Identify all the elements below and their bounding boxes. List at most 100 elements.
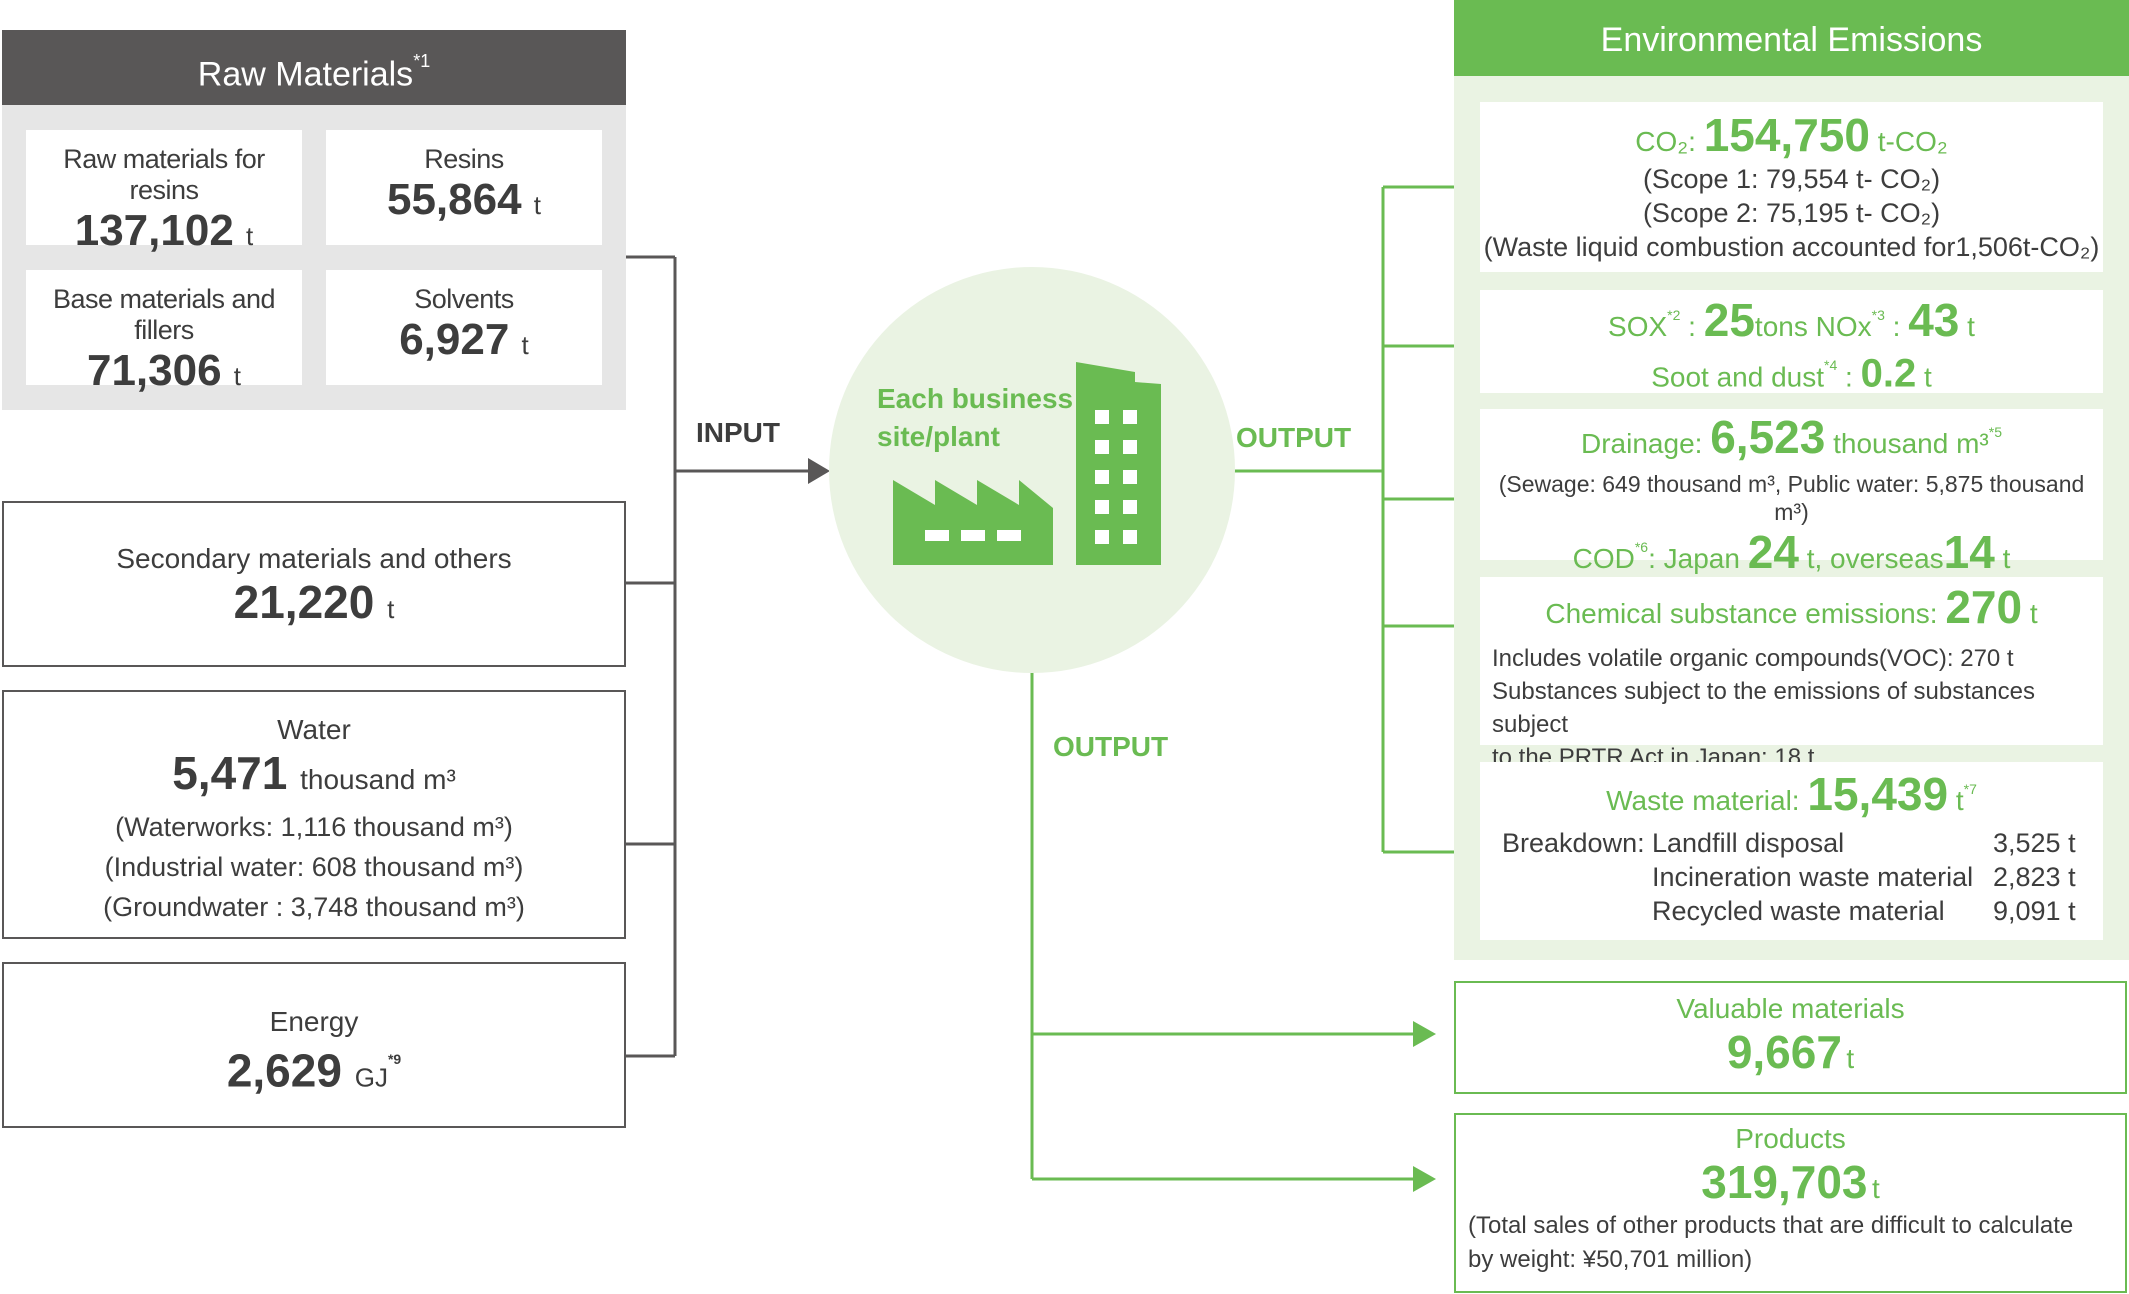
- products-unit: t: [1871, 1173, 1880, 1204]
- raw-cell-resins: Resins 55,864 t: [326, 130, 602, 245]
- waste-row-value: 3,525 t: [1993, 828, 2076, 858]
- drainage-detail: (Sewage: 649 thousand m³, Public water: …: [1498, 471, 2085, 525]
- nox-value: 43: [1908, 294, 1960, 346]
- raw-cell-solvents: Solvents 6,927 t: [326, 270, 602, 385]
- chemical-box: Chemical substance emissions: 270 t Incl…: [1480, 577, 2103, 771]
- sox-nox-box: SOX*2 : 25tons NOx*3 : 43 t Soot and dus…: [1480, 290, 2103, 393]
- output-label-right: OUTPUT: [1236, 422, 1352, 453]
- waste-value: 15,439: [1807, 768, 1949, 820]
- energy-value: 2,629: [226, 1044, 342, 1097]
- waste-row-name: Recycled waste material: [1652, 896, 1945, 926]
- raw-cell-base-materials: Base materials and fillers 71,306 t: [26, 270, 302, 395]
- water-detail: (Groundwater : 3,748 thousand m³): [103, 892, 525, 922]
- plant-label-line1: Each business: [877, 383, 1074, 414]
- cod-overseas-label: t, overseas: [1806, 543, 1944, 574]
- waste-note: *7: [1963, 780, 1977, 797]
- raw-cell-unit: t: [521, 330, 529, 360]
- dust-unit: t: [1924, 361, 1932, 393]
- output-label-down: OUTPUT: [1053, 731, 1169, 762]
- co2-detail: (Scope 1: 79,554 t- CO₂): [1642, 164, 1941, 194]
- drainage-note: *5: [1988, 423, 2002, 440]
- co2-value: 154,750: [1703, 109, 1870, 161]
- products-detail: (Total sales of other products that are …: [1468, 1212, 2074, 1239]
- raw-materials-panel: Raw materials for resins 137,102 t Resin…: [2, 105, 626, 410]
- waste-row-name: Incineration waste material: [1652, 862, 1974, 892]
- water-detail: (Industrial water: 608 thousand m³): [104, 852, 524, 882]
- waste-row-value: 2,823 t: [1993, 862, 2076, 892]
- output-bracket-right: [1226, 185, 1462, 854]
- dust-label: Soot and dust: [1651, 361, 1825, 393]
- valuable-unit: t: [1846, 1043, 1855, 1074]
- raw-materials-header: Raw Materials*1: [2, 30, 626, 105]
- emissions-title: Environmental Emissions: [1600, 21, 1983, 59]
- raw-cell-label: Raw materials for resins: [63, 144, 265, 205]
- cod-note: *6: [1634, 538, 1649, 555]
- drainage-value: 6,523: [1710, 411, 1826, 463]
- co2-unit: t-CO₂: [1877, 126, 1948, 157]
- input-arrowhead: [808, 458, 830, 484]
- energy-note: *9: [387, 1051, 402, 1067]
- raw-cell-value: 55,864: [386, 175, 522, 224]
- chemical-detail: Substances subject to the emissions of s…: [1492, 678, 2035, 738]
- co2-label: CO₂:: [1635, 126, 1696, 157]
- energy-box: Energy 2,629 GJ*9: [2, 962, 626, 1128]
- cod-label: COD: [1572, 543, 1635, 574]
- plant-label: Each business site/plant: [877, 380, 1077, 456]
- waste-breakdown-label: Breakdown:: [1502, 828, 1645, 858]
- drainage-box: Drainage: 6,523 thousand m³*5 (Sewage: 6…: [1480, 409, 2103, 578]
- raw-cell-unit: t: [233, 361, 242, 391]
- waste-label: Waste material:: [1606, 785, 1800, 816]
- drainage-unit: thousand m³: [1833, 428, 1989, 459]
- raw-materials-note: *1: [413, 51, 431, 71]
- chemical-label: Chemical substance emissions:: [1545, 598, 1938, 629]
- plant-label-line2: site/plant: [877, 421, 1000, 452]
- cod-overseas-value: 14: [1943, 526, 1995, 578]
- input-bracket: [626, 255, 810, 1058]
- products-box: Products 319,703 t (Total sales of other…: [1454, 1113, 2127, 1293]
- raw-cell-label: Solvents: [414, 284, 514, 314]
- secondary-materials-box: Secondary materials and others 21,220 t: [2, 501, 626, 667]
- dust-value: 0.2: [1860, 351, 1917, 396]
- products-value: 319,703: [1701, 1156, 1868, 1208]
- valuable-materials-box: Valuable materials 9,667 t: [1454, 981, 2127, 1094]
- raw-cell-label: Resins: [424, 144, 504, 174]
- nox-sep: :: [1884, 311, 1901, 342]
- water-unit: thousand m³: [300, 764, 456, 795]
- valuable-label: Valuable materials: [1676, 993, 1905, 1024]
- output-bracket-down: [1030, 672, 1415, 1181]
- nox-note: *3: [1871, 306, 1885, 323]
- plant-circle: [829, 267, 1235, 673]
- secondary-label: Secondary materials and others: [116, 543, 512, 574]
- nox-label: NOx: [1815, 311, 1872, 342]
- waste-row-value: 9,091 t: [1993, 896, 2076, 926]
- sox-note: *2: [1667, 306, 1681, 323]
- products-detail: by weight: ¥50,701 million): [1468, 1246, 1753, 1273]
- water-value: 5,471: [172, 747, 288, 799]
- raw-materials-title: Raw Materials: [197, 55, 414, 94]
- waste-box: Waste material: 15,439 t*7 Breakdown: La…: [1480, 762, 2103, 940]
- raw-cell-value: 137,102: [74, 206, 234, 255]
- energy-unit: GJ: [354, 1062, 388, 1093]
- factory-icon: [893, 480, 1053, 565]
- raw-cell-value: 6,927: [399, 315, 510, 364]
- sox-value: 25: [1703, 294, 1755, 346]
- water-box: Water 5,471 thousand m³ (Waterworks: 1,1…: [2, 690, 626, 939]
- chemical-unit: t: [2029, 598, 2038, 629]
- secondary-value: 21,220: [233, 576, 375, 628]
- input-label: INPUT: [696, 417, 780, 448]
- sox-unit: tons: [1754, 311, 1808, 342]
- chemical-detail: Includes volatile organic compounds(VOC)…: [1492, 645, 2014, 672]
- cod-japan-value: 24: [1747, 526, 1799, 578]
- raw-cell-value: 71,306: [86, 346, 222, 395]
- water-detail: (Waterworks: 1,116 thousand m³): [115, 812, 513, 842]
- energy-label: Energy: [269, 1006, 359, 1037]
- output-arrowheads-down: [1413, 1021, 1436, 1192]
- valuable-value: 9,667: [1726, 1026, 1842, 1078]
- chemical-value: 270: [1945, 581, 2023, 633]
- dust-note: *4: [1824, 357, 1838, 373]
- factory-windows: [925, 530, 1021, 541]
- sox-sep: :: [1680, 311, 1696, 342]
- building-icon: [1076, 362, 1161, 565]
- drainage-label: Drainage:: [1581, 428, 1703, 459]
